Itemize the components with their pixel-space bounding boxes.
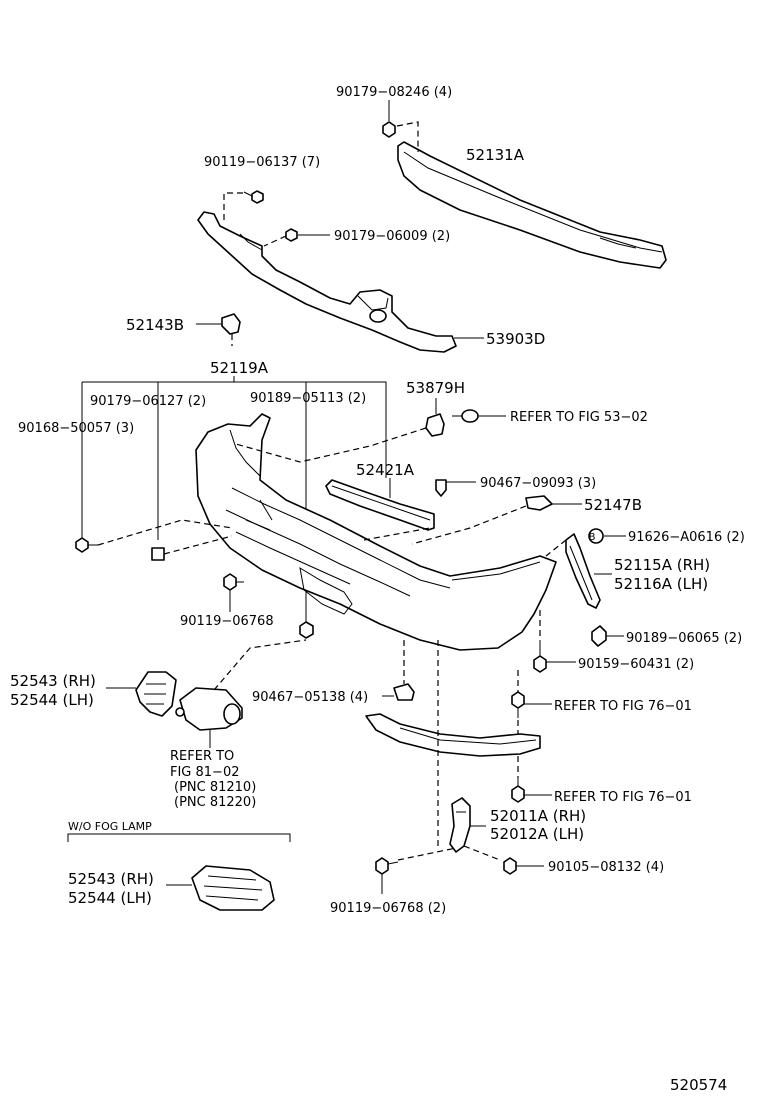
label-52143B: 52143B (126, 316, 184, 334)
label-90467-09093: 90467−09093 (3) (480, 476, 596, 491)
label-90179-06127: 90179−06127 (2) (90, 394, 206, 409)
label-52421A: 52421A (356, 461, 415, 479)
label-52011A: 52011A (RH) (490, 807, 586, 825)
diagram-id: 520574 (670, 1076, 727, 1094)
label-90119-06137: 90119−06137 (7) (204, 155, 320, 170)
label-refer-81-02-line1: REFER TO (170, 749, 234, 764)
label-refer-76-01-a: REFER TO FIG 76−01 (554, 699, 692, 714)
label-refer-81-02-line2: FIG 81−02 (170, 765, 240, 780)
nut-90179-08246 (382, 121, 396, 138)
label-52544-lh-a: 52544 (LH) (10, 691, 94, 709)
lower-spoiler (365, 713, 541, 757)
label-refer-81-02-line3: (PNC 81210) (174, 780, 256, 795)
label-91626-A0616: 91626−A0616 (2) (628, 530, 745, 545)
bracket-52011A (449, 797, 471, 853)
label-53903D: 53903D (486, 330, 545, 348)
pin-refer-53-02 (452, 409, 479, 423)
bolt-90119-06768-2 (375, 857, 399, 875)
side-retainer-52115A (565, 533, 601, 609)
label-refer-53-02: REFER TO FIG 53−02 (510, 410, 648, 425)
bumper-cover-52119A (195, 413, 557, 651)
fog-lamp (175, 687, 243, 731)
label-90159-60431: 90159−60431 (2) (578, 657, 694, 672)
absorber-52421A (325, 479, 435, 531)
nut-90179-06009 (285, 228, 298, 242)
clip-52143B (221, 313, 241, 335)
fog-lamp-cover-no-fog (191, 865, 275, 911)
label-52543-rh-b: 52543 (RH) (68, 870, 154, 888)
label-90467-05138: 90467−05138 (4) (252, 690, 368, 705)
label-90168-50057: 90168−50057 (3) (18, 421, 134, 436)
label-52544-lh-b: 52544 (LH) (68, 889, 152, 907)
bolt-90119-06137 (243, 190, 264, 204)
label-refer-76-01-b: REFER TO FIG 76−01 (554, 790, 692, 805)
label-52119A: 52119A (210, 359, 269, 377)
nut-90179-06127 (151, 547, 165, 561)
label-90105-08132: 90105−08132 (4) (548, 860, 664, 875)
clip-90467-09093 (435, 479, 447, 497)
label-52131A: 52131A (466, 146, 525, 164)
label-52116A: 52116A (LH) (614, 575, 708, 593)
label-wo-fog-lamp: W/O FOG LAMP (68, 820, 152, 833)
label-90119-06768-2: 90119−06768 (2) (330, 901, 446, 916)
label-53879H: 53879H (406, 379, 465, 397)
clip-90189-06065 (591, 625, 607, 647)
bolt-refer-76-01-a (511, 691, 525, 718)
bolt-90159-60431 (533, 640, 547, 673)
label-90119-06768: 90119−06768 (180, 614, 274, 629)
label-b-marker: B (589, 532, 596, 543)
label-52115A: 52115A (RH) (614, 556, 710, 574)
clip-52147B (525, 495, 553, 511)
bumper-reinforcement-52131A (397, 141, 667, 269)
label-52012A: 52012A (LH) (490, 825, 584, 843)
clip-90467-05138 (393, 683, 415, 701)
screw-90168-50057 (75, 537, 98, 553)
bumper-retainer-53903D (197, 211, 457, 353)
label-52543-rh-a: 52543 (RH) (10, 672, 96, 690)
clip-90189-05113 (299, 621, 314, 639)
label-90179-06009: 90179−06009 (2) (334, 229, 450, 244)
bolt-refer-76-01-b (511, 778, 525, 803)
clip-53879H (425, 413, 445, 437)
label-52147B: 52147B (584, 496, 642, 514)
fog-lamp-cover-52543 (135, 671, 177, 717)
bolt-90119-06768 (223, 573, 244, 591)
label-90189-06065: 90189−06065 (2) (626, 631, 742, 646)
label-90189-05113: 90189−05113 (2) (250, 391, 366, 406)
bolt-90105-08132 (503, 857, 517, 875)
label-refer-81-02-line4: (PNC 81220) (174, 795, 256, 810)
label-90179-08246: 90179−08246 (4) (336, 85, 452, 100)
